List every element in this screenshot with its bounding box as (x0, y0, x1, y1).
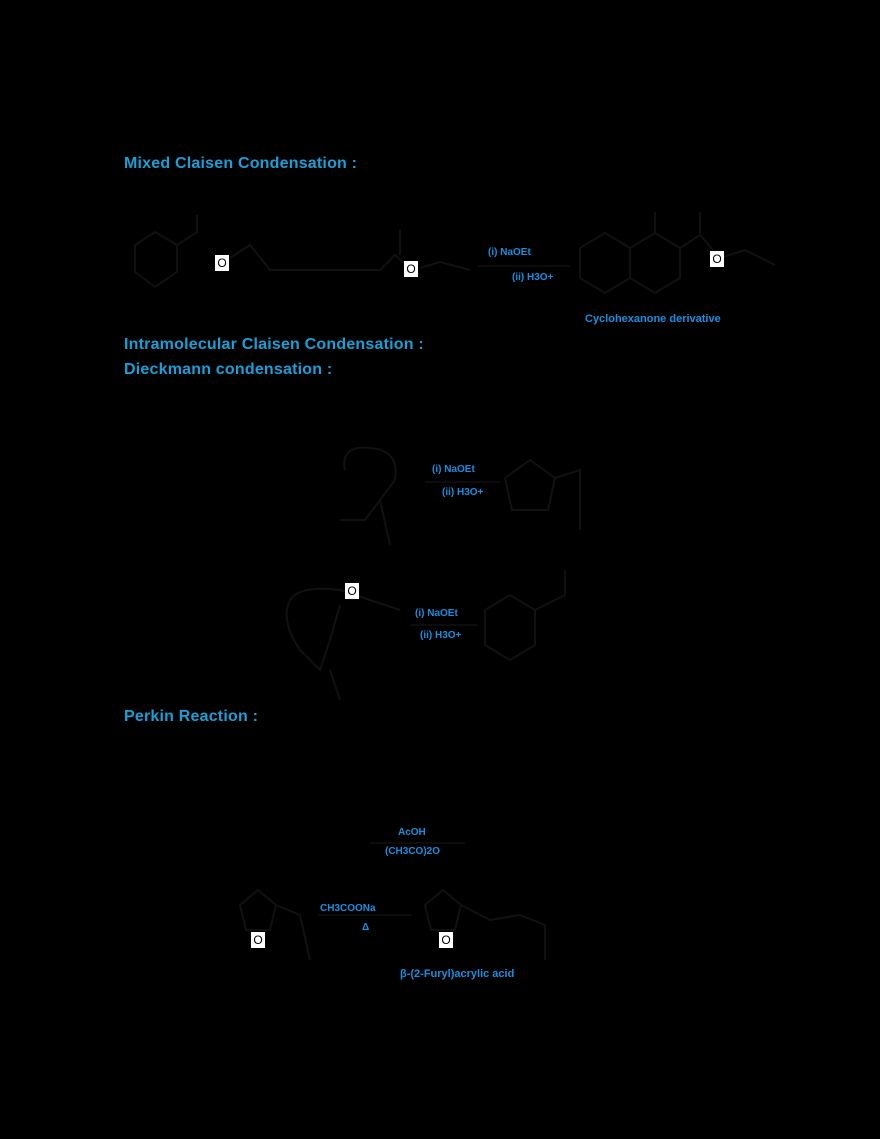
reagent-label-base: (i) NaOEt (488, 247, 531, 258)
reagent-label-acid: (ii) H3O+ (420, 630, 462, 641)
reagent-label-base: (i) NaOEt (432, 464, 475, 475)
reagent-label-base: (i) NaOEt (415, 608, 458, 619)
reagent-label-acid: (ii) H3O+ (442, 487, 484, 498)
oxygen-atom-label: O (439, 932, 453, 948)
oxygen-atom-label: O (710, 251, 724, 267)
product-label: β-(2-Furyl)acrylic acid (400, 968, 515, 980)
oxygen-atom-label: O (251, 932, 265, 948)
section-heading-perkin: Perkin Reaction : (124, 708, 259, 725)
reagent-label-anhydride: (CH3CO)2O (385, 846, 441, 857)
section-heading-intramolecular-claisen: Intramolecular Claisen Condensation : (124, 336, 424, 353)
section-subheading-dieckmann: Dieckmann condensation : (124, 361, 333, 378)
reagent-label-heat: Δ (362, 922, 370, 933)
oxygen-atom-label: O (345, 583, 359, 599)
reagent-label-top: AcOH (398, 827, 426, 838)
section-heading-mixed-claisen: Mixed Claisen Condensation : (124, 155, 358, 172)
reagent-label-sodium-acetate: CH3COONa (320, 903, 376, 914)
oxygen-atom-label: O (404, 261, 418, 277)
oxygen-atom-label: O (215, 255, 229, 271)
product-label: Cyclohexanone derivative (585, 313, 721, 325)
reagent-label-acid: (ii) H3O+ (512, 272, 554, 283)
